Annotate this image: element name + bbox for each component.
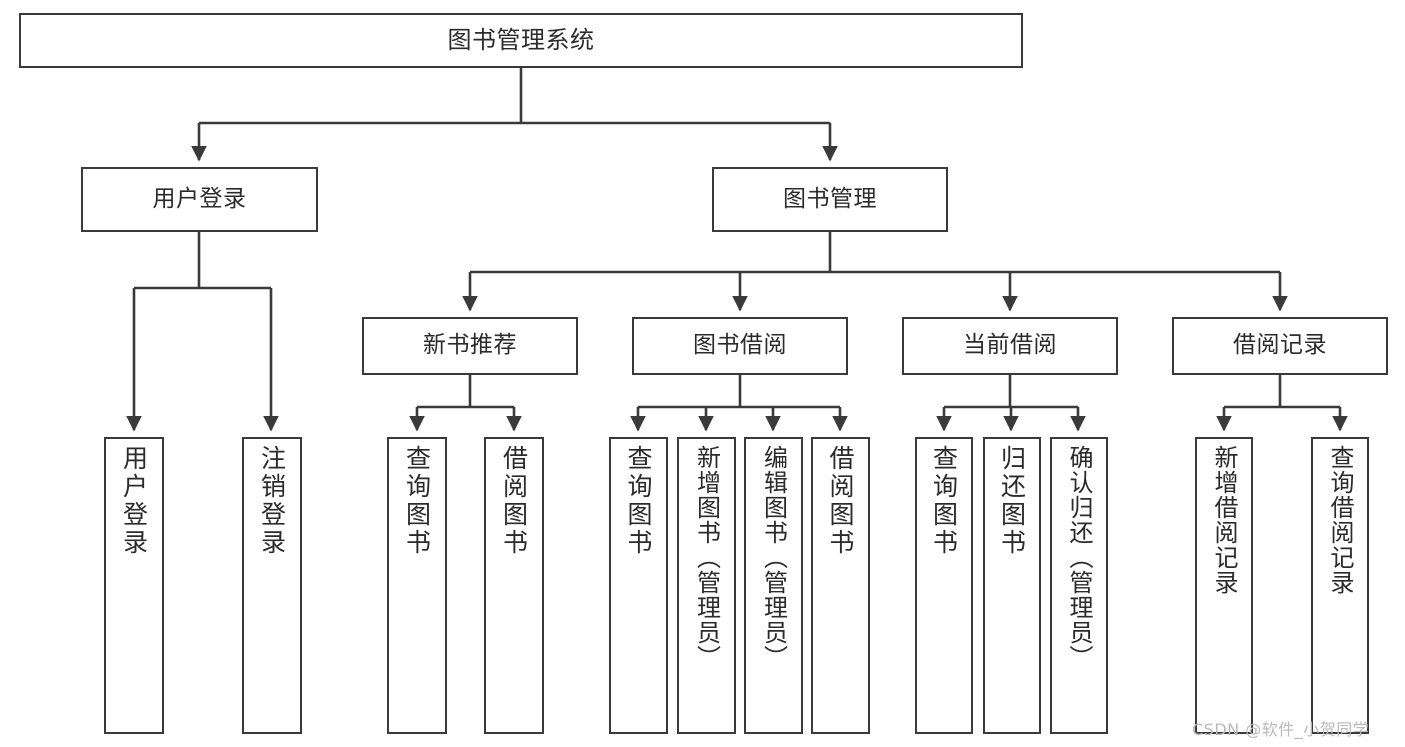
node-label: 借阅图书 — [826, 445, 855, 557]
node-label: 查询借阅记录 — [1326, 445, 1354, 595]
node-new-book-recommend[interactable]: 新书推荐 — [362, 317, 578, 375]
node-label: 当前借阅 — [963, 332, 1057, 359]
node-label: 查询图书 — [402, 445, 432, 557]
node-leaf-borrow-add-book-admin[interactable]: 新增图书（管理员） — [677, 437, 736, 734]
node-leaf-borrow-query-book[interactable]: 查询图书 — [609, 437, 668, 734]
node-leaf-user-login[interactable]: 用户登录 — [104, 437, 164, 734]
node-leaf-borrow-lend-book[interactable]: 借阅图书 — [811, 437, 870, 734]
node-label: 借阅记录 — [1233, 332, 1327, 359]
node-leaf-user-logout[interactable]: 注销登录 — [242, 437, 302, 734]
node-borrow-record[interactable]: 借阅记录 — [1172, 317, 1388, 375]
node-root-system[interactable]: 图书管理系统 — [19, 13, 1023, 68]
node-leaf-borrow-edit-book-admin[interactable]: 编辑图书（管理员） — [744, 437, 803, 734]
node-leaf-recommend-query-book[interactable]: 查询图书 — [387, 437, 447, 734]
node-label: 用户登录 — [119, 445, 149, 557]
csdn-watermark: CSDN @软件_小贺同学 — [1192, 720, 1370, 739]
node-label: 归还图书 — [997, 445, 1027, 557]
node-label: 新书推荐 — [423, 332, 517, 359]
node-label: 新增借阅记录 — [1210, 445, 1238, 595]
node-leaf-record-add[interactable]: 新增借阅记录 — [1195, 437, 1253, 734]
node-leaf-current-confirm-return-admin[interactable]: 确认归还（管理员） — [1050, 437, 1108, 734]
node-book-borrow[interactable]: 图书借阅 — [632, 317, 848, 375]
node-label: 图书管理 — [783, 185, 877, 212]
node-label: 图书管理系统 — [447, 26, 595, 55]
node-label: 确认归还（管理员） — [1065, 445, 1093, 670]
node-book-manage[interactable]: 图书管理 — [712, 167, 948, 232]
node-label: 用户登录 — [152, 185, 247, 212]
node-label: 注销登录 — [257, 445, 287, 557]
node-label: 查询图书 — [624, 445, 653, 557]
node-label: 新增图书（管理员） — [692, 445, 721, 670]
node-label: 借阅图书 — [499, 445, 529, 557]
node-current-borrow[interactable]: 当前借阅 — [902, 317, 1118, 375]
node-label: 查询图书 — [929, 445, 959, 557]
node-leaf-recommend-borrow-book[interactable]: 借阅图书 — [484, 437, 544, 734]
node-label: 编辑图书（管理员） — [759, 445, 788, 670]
node-leaf-current-query-book[interactable]: 查询图书 — [915, 437, 973, 734]
node-leaf-record-query[interactable]: 查询借阅记录 — [1311, 437, 1369, 734]
node-leaf-current-return-book[interactable]: 归还图书 — [983, 437, 1041, 734]
node-user-login[interactable]: 用户登录 — [81, 167, 318, 232]
node-label: 图书借阅 — [693, 332, 787, 359]
